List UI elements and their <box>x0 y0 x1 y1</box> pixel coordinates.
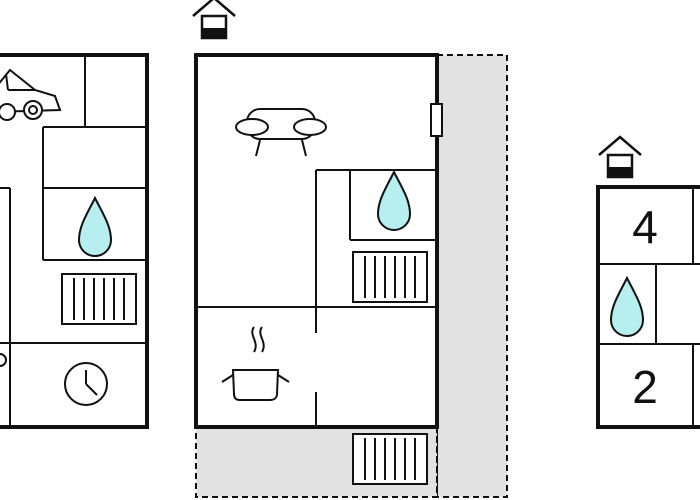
left-building <box>0 53 149 429</box>
water-drop-icon <box>610 277 644 337</box>
side-terrace <box>436 54 508 498</box>
fixture <box>0 353 7 367</box>
middle-building <box>191 0 508 498</box>
left-building-outer-wall <box>0 53 149 429</box>
window-marker <box>430 103 443 137</box>
sofa-icon <box>235 108 327 157</box>
radiator-icon <box>352 433 428 485</box>
house-entrance-icon <box>597 135 643 179</box>
car-icon <box>0 68 62 121</box>
right-building: 4 2 <box>596 135 700 429</box>
clock-icon <box>64 362 108 406</box>
cooking-pot-icon <box>221 326 290 401</box>
right-building-outer-wall <box>596 185 700 429</box>
radiator-icon <box>352 251 428 303</box>
house-entrance-icon <box>191 0 237 40</box>
room-label-2: 2 <box>632 361 658 413</box>
room-label-4: 4 <box>632 201 658 253</box>
water-drop-icon <box>78 197 112 257</box>
radiator-icon <box>61 273 137 325</box>
